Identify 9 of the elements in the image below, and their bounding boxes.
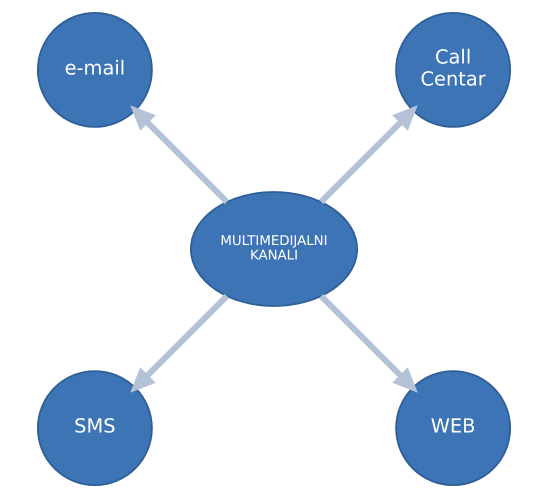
arrow (318, 105, 418, 204)
node-circle: e-mail (36, 12, 152, 128)
node-circle: SMS (36, 370, 152, 486)
node-ellipse: MULTIMEDIJALNI KANALI (189, 191, 358, 307)
arrow (318, 294, 418, 393)
node-circle: WEB (394, 370, 511, 486)
arrow (130, 105, 229, 204)
node-circle: Call Centar (394, 12, 511, 128)
arrow (130, 294, 229, 393)
